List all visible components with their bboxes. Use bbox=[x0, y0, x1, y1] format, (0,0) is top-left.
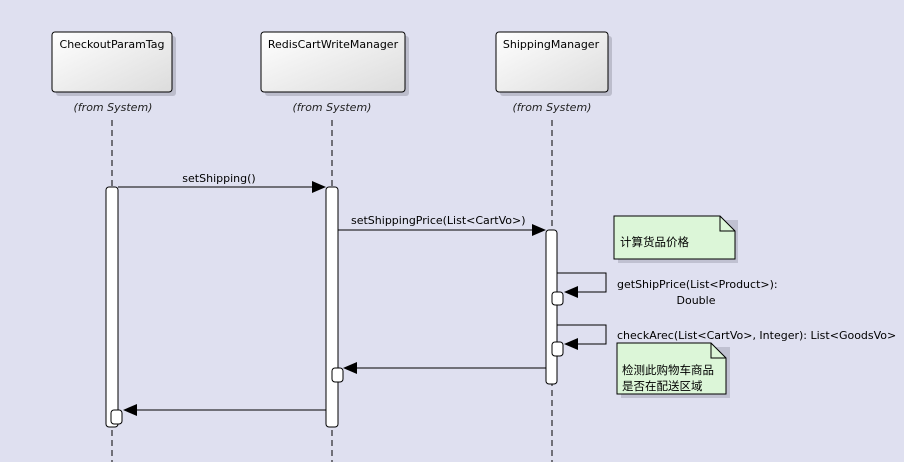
message-label: checkArec(List<CartVo>, Integer): List<G… bbox=[617, 329, 896, 342]
message-get-ship-price[interactable]: getShipPrice(List<Product>): Double bbox=[557, 272, 778, 307]
lifeline-shipping-manager: ShippingManager (from System) bbox=[495, 31, 612, 462]
note-text-line1: 检测此购物车商品 bbox=[622, 363, 714, 377]
note-fold bbox=[719, 216, 735, 232]
arrowhead-icon bbox=[564, 338, 578, 350]
arrowhead-icon bbox=[564, 286, 578, 298]
note-text-line2: 是否在配送区域 bbox=[622, 379, 703, 393]
note-text: 计算货品价格 bbox=[620, 235, 689, 249]
message-label: setShipping() bbox=[182, 172, 255, 185]
lifeline-name: ShippingManager bbox=[503, 38, 600, 51]
return-activation-checkout bbox=[110, 409, 123, 425]
message-set-shipping[interactable]: setShipping() bbox=[118, 172, 326, 193]
lifeline-source: (from System) bbox=[293, 101, 372, 114]
return-message-to-redis[interactable] bbox=[343, 362, 546, 374]
self-call-line bbox=[557, 324, 607, 345]
return-activation-redis bbox=[331, 367, 344, 383]
lifeline-checkout-param-tag: CheckoutParamTag (from System) bbox=[51, 31, 176, 462]
note-shape bbox=[616, 342, 727, 395]
arrowhead-icon bbox=[312, 181, 326, 193]
message-label-line2: Double bbox=[677, 294, 716, 307]
activation-bar-shipping[interactable] bbox=[545, 229, 558, 385]
return-message-to-checkout[interactable] bbox=[123, 404, 326, 416]
arrowhead-icon bbox=[123, 404, 137, 416]
lifeline-name: CheckoutParamTag bbox=[60, 38, 165, 51]
activation-bar-checkout[interactable] bbox=[105, 186, 119, 428]
message-set-shipping-price[interactable]: setShippingPrice(List<CartVo>) bbox=[338, 214, 546, 236]
note-calculate-price[interactable]: 计算货品价格 bbox=[613, 215, 738, 263]
lifeline-name: RedisCartWriteManager bbox=[268, 38, 399, 51]
self-call-line bbox=[557, 272, 607, 293]
lifeline-head-shipping-manager[interactable] bbox=[495, 31, 609, 93]
lifeline-head-checkout-param-tag[interactable] bbox=[51, 31, 173, 93]
message-label-line1: getShipPrice(List<Product>): bbox=[617, 278, 778, 291]
lifeline-head-redis-cart-write-manager[interactable] bbox=[260, 31, 406, 93]
note-fold bbox=[710, 343, 726, 359]
note-shape bbox=[613, 215, 736, 260]
message-check-arec[interactable]: checkArec(List<CartVo>, Integer): List<G… bbox=[557, 324, 896, 350]
message-label: setShippingPrice(List<CartVo>) bbox=[351, 214, 526, 227]
activation-bar-redis[interactable] bbox=[325, 186, 339, 428]
lifeline-source: (from System) bbox=[513, 101, 592, 114]
self-call-activation-1 bbox=[551, 291, 564, 306]
self-call-activation-2 bbox=[551, 341, 564, 357]
lifeline-source: (from System) bbox=[74, 101, 153, 114]
arrowhead-icon bbox=[532, 224, 546, 236]
lifeline-redis-cart-write-manager: RedisCartWriteManager (from System) bbox=[260, 31, 409, 462]
note-delivery-area[interactable]: 检测此购物车商品 是否在配送区域 bbox=[616, 342, 730, 398]
arrowhead-icon bbox=[343, 362, 357, 374]
